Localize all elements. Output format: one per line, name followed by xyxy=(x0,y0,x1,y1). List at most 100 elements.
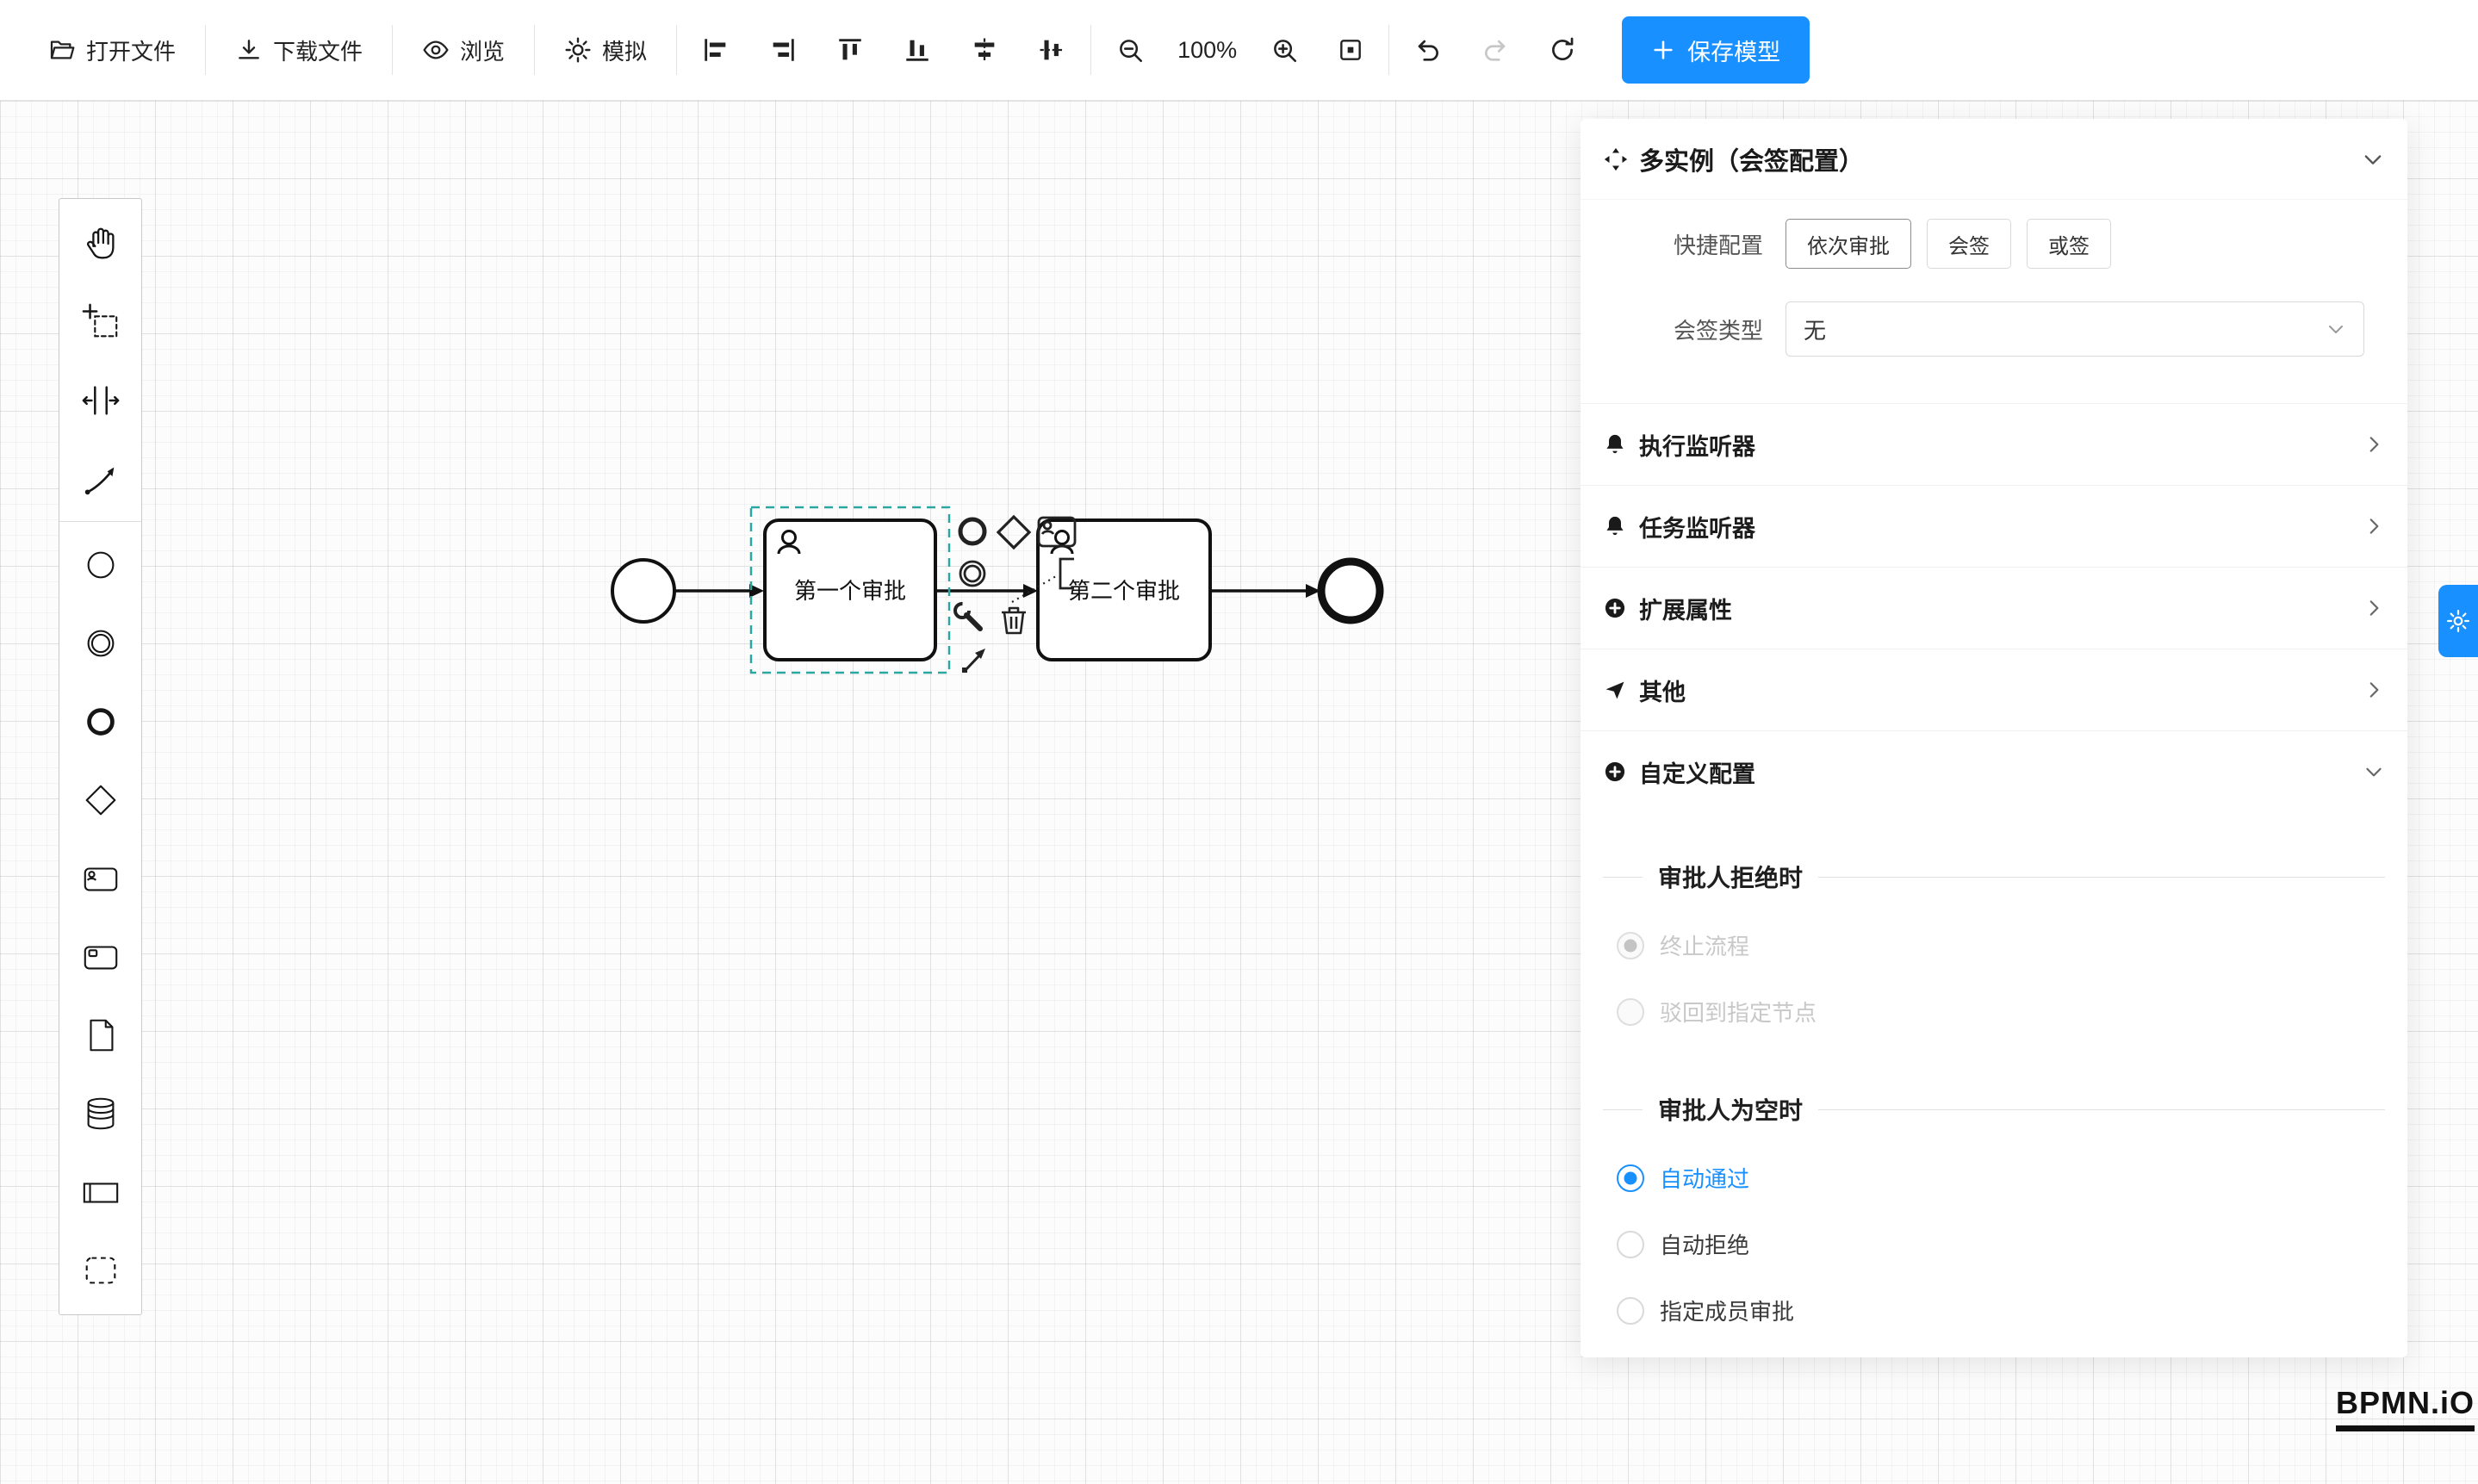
palette-separator xyxy=(59,521,141,522)
align-bottom-icon xyxy=(903,35,932,65)
section-other[interactable]: 其他 xyxy=(1581,649,2407,730)
sign-type-value: 无 xyxy=(1804,317,1827,344)
change-type-wrench-icon[interactable] xyxy=(953,602,983,631)
delete-trash-icon[interactable] xyxy=(1002,606,1026,635)
connect-arrow-icon[interactable] xyxy=(962,649,985,673)
palette-file[interactable] xyxy=(59,996,141,1074)
section-task-listener[interactable]: 任务监听器 xyxy=(1581,485,2407,567)
user-task-1[interactable]: 第一个审批 xyxy=(763,518,937,661)
fit-viewport-button[interactable] xyxy=(1318,18,1383,82)
quick-btn-sequential[interactable]: 依次审批 xyxy=(1786,219,1911,269)
radio-auto-pass[interactable]: 自动通过 xyxy=(1603,1145,2385,1211)
section-custom-config[interactable]: 自定义配置 xyxy=(1581,730,2407,812)
radio-circle[interactable] xyxy=(1617,1296,1644,1325)
user-task-icon xyxy=(81,859,121,898)
task-2-label: 第二个审批 xyxy=(1068,578,1180,604)
multi-instance-icon xyxy=(1603,146,1629,172)
radio-label: 自动拒绝 xyxy=(1660,1233,1750,1258)
end-event-shape[interactable] xyxy=(1317,557,1384,624)
append-end-event-icon[interactable] xyxy=(958,517,987,546)
user-icon xyxy=(777,530,801,555)
sign-type-select[interactable]: 无 xyxy=(1786,301,2364,357)
folder-open-icon xyxy=(48,36,76,64)
align-bottom-button[interactable] xyxy=(884,18,951,82)
chevron-right-icon xyxy=(2363,679,2385,701)
align-top-icon xyxy=(835,35,865,65)
radio-label: 终止流程 xyxy=(1660,934,1750,959)
radio-auto-reject[interactable]: 自动拒绝 xyxy=(1603,1211,2385,1277)
palette-global-connect-tool[interactable] xyxy=(59,439,141,518)
align-left-icon xyxy=(701,35,730,65)
gear-icon xyxy=(2445,608,2471,634)
palette-participant-pool[interactable] xyxy=(59,1152,141,1231)
align-top-button[interactable] xyxy=(817,18,884,82)
group-icon xyxy=(81,1251,121,1290)
lasso-tool-icon xyxy=(81,302,121,342)
align-left-button[interactable] xyxy=(682,18,749,82)
chevron-down-icon[interactable] xyxy=(2361,147,2385,171)
palette-data-store[interactable] xyxy=(59,1074,141,1152)
toolbar-separator xyxy=(205,25,207,75)
palette-lasso-tool[interactable] xyxy=(59,283,141,361)
palette-end-event[interactable] xyxy=(59,682,141,761)
user-task-2[interactable]: 第二个审批 xyxy=(1036,518,1212,661)
panel-header[interactable]: 多实例（会签配置） xyxy=(1581,119,2407,200)
selection-outline xyxy=(749,506,951,674)
palette-gateway[interactable] xyxy=(59,761,141,839)
download-file-button[interactable]: 下载文件 xyxy=(211,18,387,82)
palette-start-event[interactable] xyxy=(59,525,141,604)
settings-tab[interactable] xyxy=(2438,585,2478,657)
align-middle-vertical-button[interactable] xyxy=(1018,18,1085,82)
radio-designated-member[interactable]: 指定成员审批 xyxy=(1603,1277,2385,1344)
send-icon xyxy=(1603,678,1627,702)
append-intermediate-event-icon[interactable] xyxy=(959,560,986,587)
chevron-down-icon xyxy=(2326,319,2346,339)
palette-group[interactable] xyxy=(59,1231,141,1309)
palette-hand-tool[interactable] xyxy=(59,204,141,283)
append-user-task-icon[interactable] xyxy=(1037,516,1077,548)
section-execution-listener[interactable]: 执行监听器 xyxy=(1581,403,2407,485)
align-center-horizontal-button[interactable] xyxy=(951,18,1018,82)
append-text-annotation-icon[interactable] xyxy=(1011,557,1074,603)
preview-button[interactable]: 浏览 xyxy=(398,18,529,82)
empty-group-title: 审批人为空时 xyxy=(1603,1095,2385,1124)
section-label: 自定义配置 xyxy=(1639,761,1755,787)
properties-panel: 多实例（会签配置） 快捷配置 依次审批 会签 或签 会签类型 无 执行监听器 xyxy=(1581,119,2407,1357)
start-event-shape[interactable] xyxy=(611,558,676,624)
zoom-in-button[interactable] xyxy=(1251,18,1318,82)
align-right-button[interactable] xyxy=(749,18,817,82)
section-extended-properties[interactable]: 扩展属性 xyxy=(1581,567,2407,649)
hand-tool-icon xyxy=(81,224,121,264)
quick-btn-orsign[interactable]: 或签 xyxy=(2027,219,2111,269)
zoom-out-button[interactable] xyxy=(1096,18,1164,82)
palette-user-task[interactable] xyxy=(59,839,141,917)
save-model-label: 保存模型 xyxy=(1687,39,1781,65)
palette-space-tool[interactable] xyxy=(59,361,141,439)
radio-circle[interactable] xyxy=(1617,1230,1644,1258)
save-model-button[interactable]: 保存模型 xyxy=(1622,16,1810,84)
download-icon xyxy=(235,36,263,64)
redo-button[interactable] xyxy=(1462,18,1529,82)
section-label: 执行监听器 xyxy=(1639,433,1755,460)
bpmn-diagram: 第一个审批 第二个审批 xyxy=(611,506,1384,674)
toolbar-separator xyxy=(1388,25,1390,75)
palette-intermediate-event[interactable] xyxy=(59,604,141,682)
undo-button[interactable] xyxy=(1394,18,1462,82)
eye-icon xyxy=(422,36,450,64)
simulate-button[interactable]: 模拟 xyxy=(540,18,671,82)
open-file-button[interactable]: 打开文件 xyxy=(24,18,200,82)
palette-task[interactable] xyxy=(59,917,141,996)
radio-terminate-process: 终止流程 xyxy=(1603,912,2385,978)
plus-icon xyxy=(1651,38,1675,62)
align-right-icon xyxy=(768,35,798,65)
data-store-icon xyxy=(81,1094,121,1133)
radio-label: 指定成员审批 xyxy=(1660,1299,1795,1325)
quick-btn-countersign[interactable]: 会签 xyxy=(1927,219,2011,269)
task-icon xyxy=(81,937,121,977)
refresh-button[interactable] xyxy=(1529,18,1596,82)
gateway-icon xyxy=(81,780,121,820)
preview-label: 浏览 xyxy=(460,38,506,65)
radio-circle[interactable] xyxy=(1617,1164,1644,1192)
append-gateway-icon[interactable] xyxy=(996,514,1032,550)
bpmn-io-logo[interactable]: BPMN.iO xyxy=(2336,1385,2475,1431)
